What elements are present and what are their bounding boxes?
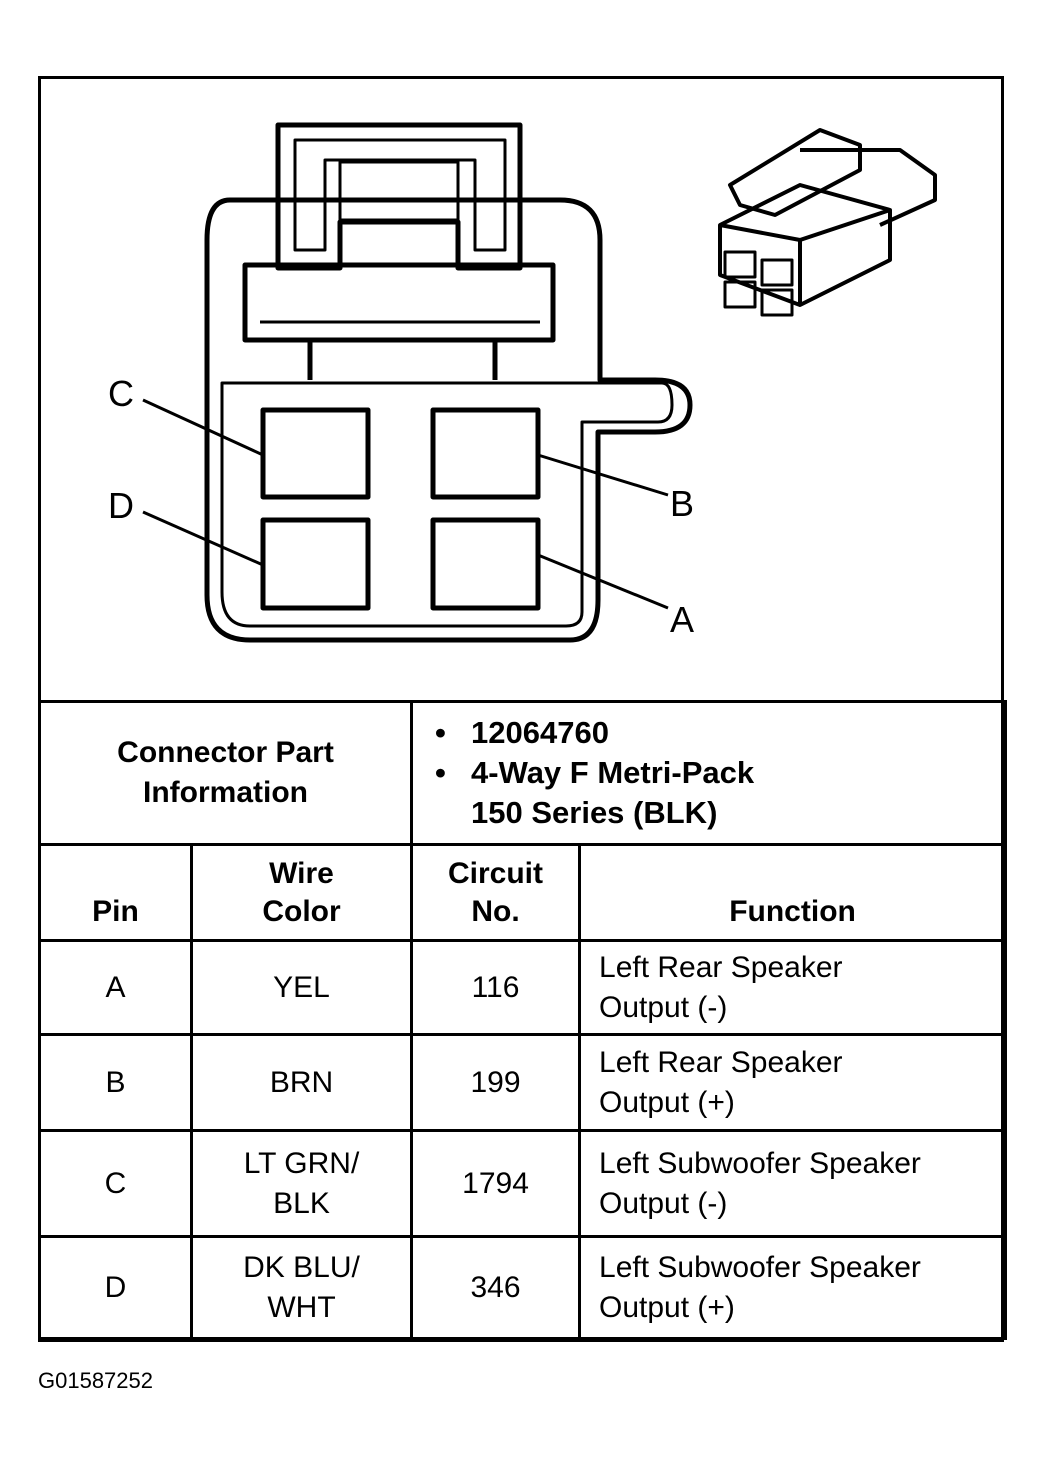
connector-latch (275, 122, 523, 271)
header-function: Function (578, 843, 1008, 942)
pin-label-c: C (108, 373, 134, 414)
table-row: D DK BLU/ WHT 346 Left Subwoofer Speaker… (38, 1235, 1008, 1340)
connector-info-table: Connector Part Information 12064760 4-Wa… (37, 700, 1008, 1340)
cavity-a (430, 517, 541, 611)
cavity-b (430, 407, 541, 500)
connector-part-label: Connector Part Information (37, 700, 414, 846)
connector-body-line (220, 381, 674, 628)
pin-cell: C (38, 1129, 193, 1238)
cavity-c (260, 407, 371, 500)
pin-label-d: D (108, 485, 134, 526)
circuit-cell: 1794 (410, 1129, 582, 1238)
table-row: C LT GRN/ BLK 1794 Left Subwoofer Speake… (38, 1129, 1008, 1238)
wire-color-cell: YEL (189, 939, 414, 1036)
header-circuit: Circuit No. (410, 843, 582, 942)
pin-cell: D (38, 1235, 193, 1340)
connector-diagram (142, 122, 937, 643)
pin-cell: A (38, 939, 193, 1036)
pin-label-b: B (670, 483, 695, 524)
header-wire-color: Wire Color (189, 843, 414, 942)
leader-a (537, 553, 669, 610)
pin-label-a: A (670, 599, 695, 640)
circuit-cell: 346 (410, 1235, 582, 1340)
connector-iso-view (718, 128, 937, 317)
wire-color-cell: DK BLU/ WHT (189, 1235, 414, 1340)
latch-window (338, 160, 460, 222)
wire-color-cell: BRN (189, 1033, 414, 1132)
cavity-d (260, 517, 371, 611)
table-row: A YEL 116 Left Rear Speaker Output (-) (38, 939, 1008, 1036)
leader-d (142, 510, 264, 567)
connector-housing (204, 197, 693, 643)
circuit-cell: 116 (410, 939, 582, 1036)
figure-code: G01587252 (38, 1368, 153, 1393)
wire-color-cell: LT GRN/ BLK (189, 1129, 414, 1238)
leader-c (142, 398, 264, 457)
leader-b (537, 453, 669, 497)
table-row: B BRN 199 Left Rear Speaker Output (+) (38, 1033, 1008, 1132)
connector-desc-line1: 4-Way F Metri-Pack (435, 753, 1004, 793)
latch-inner (293, 138, 507, 252)
connector-part-row: Connector Part Information 12064760 4-Wa… (37, 700, 1008, 846)
function-cell: Left Rear Speaker Output (+) (578, 1033, 1008, 1132)
function-cell: Left Subwoofer Speaker Output (+) (578, 1235, 1008, 1340)
function-cell: Left Rear Speaker Output (-) (578, 939, 1008, 1036)
connector-crossbar (242, 262, 556, 343)
header-row: Pin Wire Color Circuit No. Function (38, 843, 1008, 942)
connector-part-values: 12064760 4-Way F Metri-Pack 150 Series (… (410, 700, 1008, 846)
function-cell: Left Subwoofer Speaker Output (-) (578, 1129, 1008, 1238)
part-number: 12064760 (435, 713, 1004, 753)
pin-cell: B (38, 1033, 193, 1132)
header-pin: Pin (38, 843, 193, 942)
circuit-cell: 199 (410, 1033, 582, 1132)
connector-desc-line2: 150 Series (BLK) (471, 795, 718, 830)
